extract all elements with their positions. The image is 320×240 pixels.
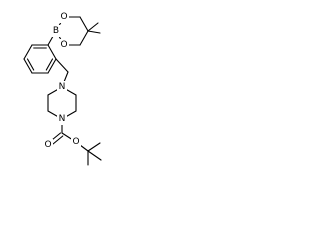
tert-butyl-bond — [87, 142, 101, 152]
atom-label-boron: B — [51, 25, 61, 37]
carbonyl-oxygen-atom: O — [44, 140, 51, 150]
bond — [79, 30, 89, 46]
atom-label-ring-oxygen-upper: O — [59, 11, 69, 23]
bond — [23, 44, 33, 60]
bond — [47, 58, 57, 74]
benzylic-bond — [55, 58, 69, 73]
bond — [79, 16, 89, 32]
molecule-structure: B O O N N O O — [23, 11, 102, 166]
bond — [23, 58, 33, 74]
bond — [47, 44, 57, 60]
ring-oxygen-lower-atom: O — [60, 40, 67, 50]
methyl-bond — [87, 22, 99, 32]
boron-atom: B — [53, 26, 59, 36]
carbonyl-double-bond — [51, 135, 64, 146]
aromatic-inner-bond — [26, 58, 35, 71]
aromatic-inner-bond — [45, 58, 54, 71]
tert-butyl-bond — [87, 150, 102, 161]
atom-label-ring-oxygen-lower: O — [59, 39, 69, 51]
ester-oxygen-atom: O — [72, 137, 79, 147]
benzene-ring — [23, 44, 57, 74]
nitrogen-upper-atom: N — [59, 82, 66, 92]
atom-label-carbonyl-oxygen: O — [43, 139, 53, 151]
methyl-bond — [87, 30, 101, 34]
nitrogen-lower-atom: N — [59, 114, 66, 124]
atom-label-nitrogen-lower: N — [57, 113, 67, 125]
atom-label-ester-oxygen: O — [71, 136, 81, 148]
atom-label-nitrogen-upper: N — [57, 81, 67, 93]
ring-oxygen-upper-atom: O — [60, 12, 67, 22]
